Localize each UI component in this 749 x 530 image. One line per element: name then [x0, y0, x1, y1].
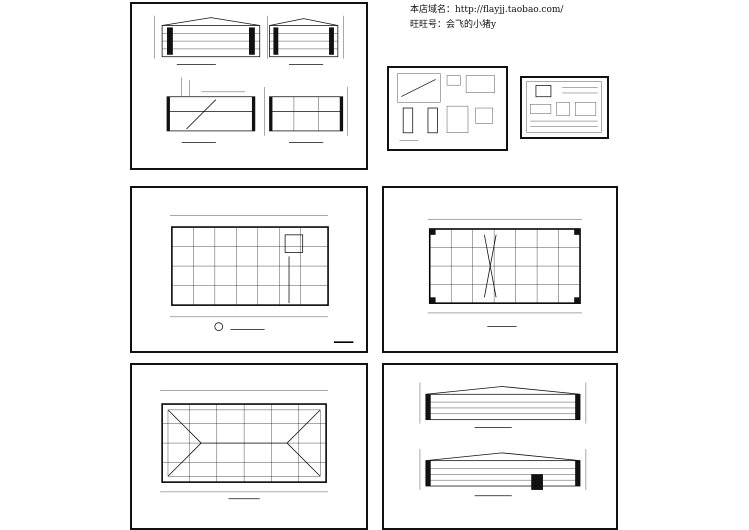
sheet-notes-drawing — [526, 81, 602, 133]
sheet-details-drawing — [397, 73, 495, 141]
elevation-tr — [269, 15, 344, 65]
second-floor-plan-drawing — [427, 219, 582, 327]
ground-floor-plan-drawing — [169, 215, 354, 343]
elevations-drawing — [419, 382, 587, 497]
section-bl — [166, 77, 256, 144]
section-br — [264, 86, 348, 144]
sheet-roof-plan — [130, 363, 368, 530]
elevation-bottom — [419, 448, 587, 497]
sheet-elevations-sections-drawing — [154, 15, 348, 144]
sheet-ground-floor-plan — [130, 186, 368, 353]
shop-domain-text: 本店域名：http://flayjj.taobao.com/ — [410, 5, 564, 15]
sheet-notes — [520, 76, 609, 139]
sheet-elevations — [382, 363, 618, 530]
sheet-elevations-sections — [130, 2, 368, 170]
elevation-top — [419, 382, 587, 428]
roof-plan-drawing — [160, 390, 329, 500]
sheet-second-floor-plan — [382, 186, 618, 353]
sheet-details — [387, 66, 508, 151]
elevation-tl — [154, 15, 268, 65]
wangwang-id-text: 旺旺号：会飞的小猪y — [410, 20, 497, 30]
